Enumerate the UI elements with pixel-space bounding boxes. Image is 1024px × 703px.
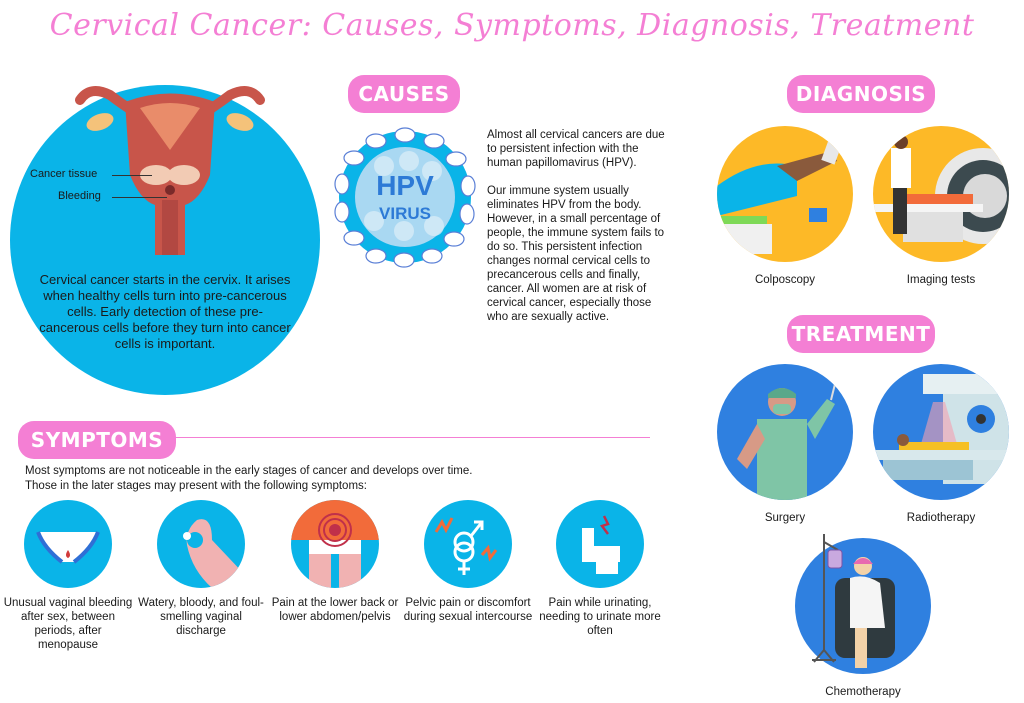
diagnosis-item: Imaging tests: [866, 126, 1016, 286]
mri-scanner-icon: [873, 126, 1009, 262]
surgeon-icon: [717, 364, 853, 500]
iv-stand-icon: [812, 534, 843, 663]
symptoms-intro-line: Most symptoms are not noticeable in the …: [25, 465, 473, 477]
symptom-item: Pain at the lower back or lower abdomen/…: [270, 500, 400, 624]
symptom-label: Unusual vaginal bleeding after sex, betw…: [3, 597, 133, 651]
radiotherapy-machine-icon: [873, 364, 1009, 500]
symptom-item: Unusual vaginal bleeding after sex, betw…: [3, 500, 133, 652]
symptoms-divider: [170, 437, 650, 438]
label-bleeding: Bleeding: [58, 190, 101, 202]
treatment-item: Surgery: [710, 364, 860, 524]
toilet-pain-icon: [556, 500, 644, 588]
pelvic-pain-target-icon: [291, 500, 379, 588]
causes-text: Almost all cervical cancers are due to p…: [487, 128, 667, 324]
symptom-label: Watery, bloody, and foul-smelling vagina…: [138, 597, 264, 637]
gender-symbols-pain-icon: [424, 500, 512, 588]
hpv-label: HPV: [376, 170, 434, 201]
label-line: [112, 197, 167, 198]
treatment-label: Chemotherapy: [825, 686, 901, 698]
label-line: [112, 175, 152, 176]
treatment-label: Radiotherapy: [906, 512, 976, 524]
hpv-virus-icon: HPV VIRUS: [334, 126, 476, 268]
symptom-item: Pelvic pain or discomfort during sexual …: [403, 500, 533, 624]
symptoms-intro: Most symptoms are not noticeable in the …: [25, 464, 645, 494]
page-title: Cervical Cancer: Causes, Symptoms, Diagn…: [49, 8, 975, 43]
causes-paragraph: Our immune system usually eliminates HPV…: [487, 185, 665, 323]
colposcopy-icon: [717, 126, 853, 262]
symptom-label: Pelvic pain or discomfort during sexual …: [403, 597, 533, 623]
symptom-label: Pain while urinating, needing to urinate…: [539, 597, 661, 637]
diagnosis-item: Colposcopy: [710, 126, 860, 286]
diagnosis-label: Imaging tests: [906, 274, 976, 286]
causes-paragraph: Almost all cervical cancers are due to p…: [487, 129, 665, 169]
uterus-icon: [75, 86, 265, 255]
causes-heading: CAUSES: [348, 75, 460, 113]
underwear-blood-icon: [24, 500, 112, 588]
symptom-item: Watery, bloody, and foul-smelling vagina…: [136, 500, 266, 638]
symptom-item: Pain while urinating, needing to urinate…: [535, 500, 665, 638]
diagnosis-label: Colposcopy: [754, 274, 816, 286]
treatment-heading: TREATMENT: [787, 315, 935, 353]
symptom-label: Pain at the lower back or lower abdomen/…: [271, 597, 399, 623]
diagnosis-heading: DIAGNOSIS: [787, 75, 935, 113]
hand-ok-discharge-icon: [157, 500, 245, 588]
treatment-item: Chemotherapy: [788, 538, 938, 698]
symptoms-intro-line: Those in the later stages may present wi…: [25, 480, 367, 492]
symptoms-heading: SYMPTOMS: [18, 421, 176, 459]
treatment-label: Surgery: [764, 512, 806, 524]
chemo-chair-iv-icon: [795, 538, 931, 674]
treatment-item: Radiotherapy: [866, 364, 1016, 524]
virus-label: VIRUS: [379, 204, 431, 223]
intro-text: Cervical cancer starts in the cervix. It…: [39, 272, 291, 351]
label-cancer-tissue: Cancer tissue: [30, 168, 98, 180]
